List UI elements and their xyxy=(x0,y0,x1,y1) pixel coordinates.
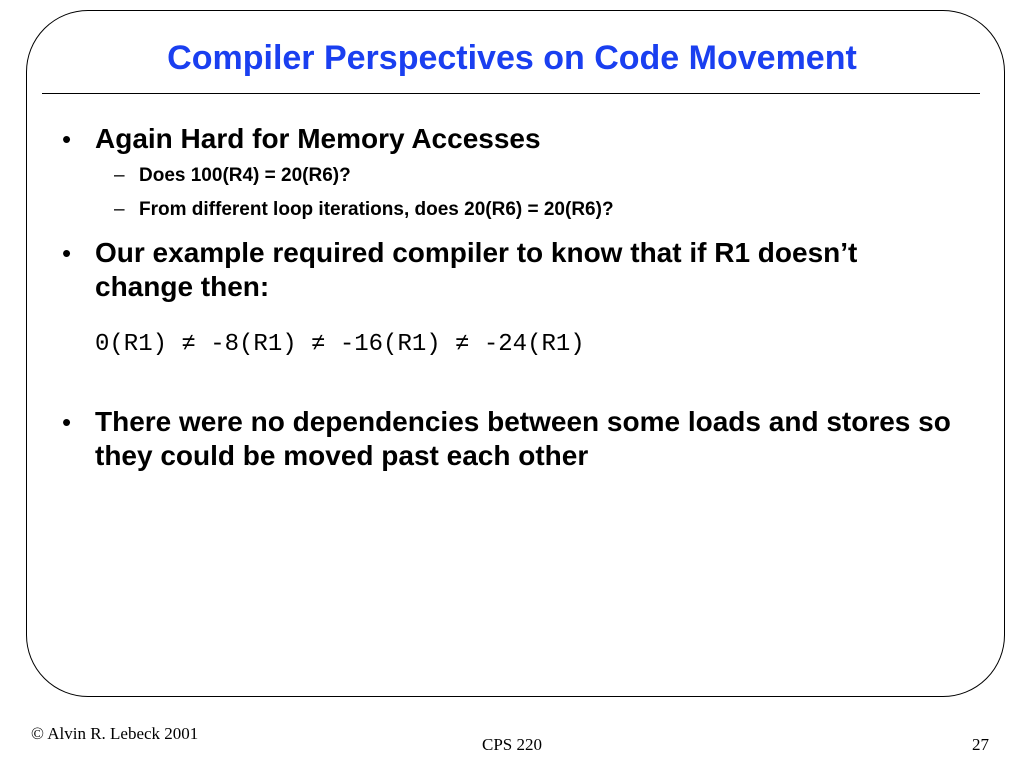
sub-bullet-text: Does 100(R4) = 20(R6)? xyxy=(139,165,351,186)
footer-course: CPS 220 xyxy=(482,735,542,754)
bullet-marker: • xyxy=(62,238,72,268)
bullet-marker: • xyxy=(62,407,72,437)
slide-title: Compiler Perspectives on Code Movement xyxy=(167,39,857,77)
bullet-text: Our example required compiler to know th… xyxy=(95,237,858,302)
sub-bullet-item: – From different loop iterations, does 2… xyxy=(62,196,962,224)
bullet-item: • There were no dependencies between som… xyxy=(62,405,962,473)
title-divider xyxy=(42,93,980,94)
bullet-marker: • xyxy=(62,124,72,154)
sub-bullet-marker: – xyxy=(114,199,125,220)
slide-frame xyxy=(26,10,1005,697)
sub-bullet-item: – Does 100(R4) = 20(R6)? xyxy=(62,162,962,190)
bullet-item: • Again Hard for Memory Accesses xyxy=(62,122,962,156)
bullet-text: Again Hard for Memory Accesses xyxy=(95,123,541,154)
bullet-text: There were no dependencies between some … xyxy=(95,406,951,471)
sub-bullet-marker: – xyxy=(114,165,125,186)
bullet-item: • Our example required compiler to know … xyxy=(62,236,962,304)
footer-page-number: 27 xyxy=(972,735,989,754)
code-inequality: 0(R1) ≠ -8(R1) ≠ -16(R1) ≠ -24(R1) xyxy=(95,331,585,358)
footer-copyright: © Alvin R. Lebeck 2001 xyxy=(31,724,199,743)
slide-content: • Again Hard for Memory Accesses – Does … xyxy=(62,122,962,473)
sub-bullet-text: From different loop iterations, does 20(… xyxy=(139,199,614,220)
